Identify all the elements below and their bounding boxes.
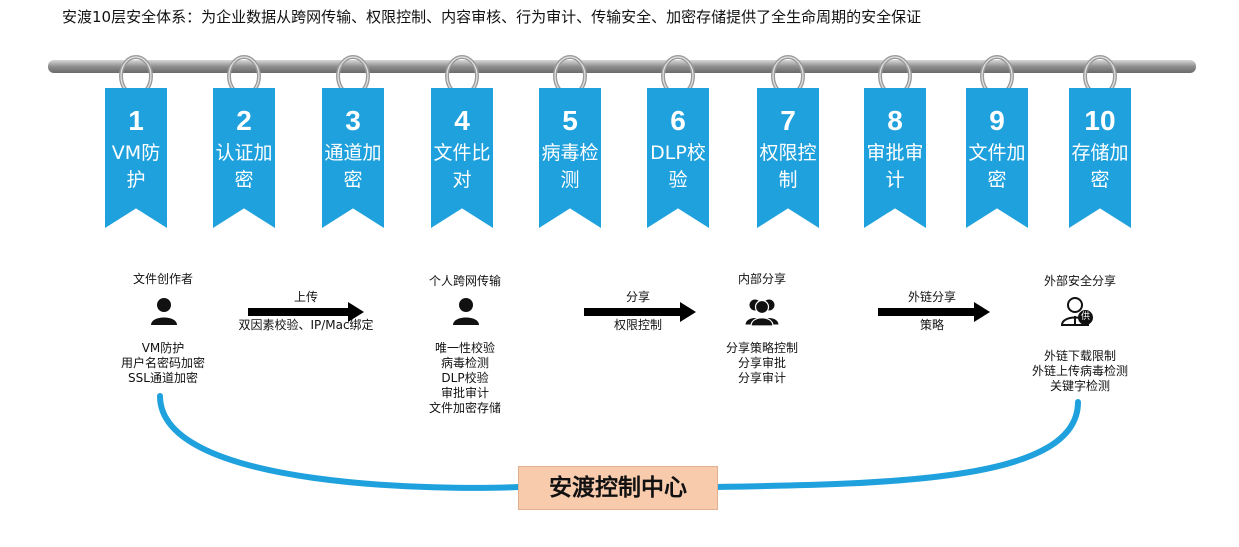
ribbon-number: 5 bbox=[562, 105, 578, 136]
ribbon-number: 8 bbox=[887, 105, 903, 136]
stage-creator-list: VM防护 用户名密码加密 SSL通道加密 bbox=[90, 341, 236, 386]
ribbon-label: 通道加密 bbox=[324, 142, 382, 191]
stage-title: 文件创作者 bbox=[132, 272, 193, 286]
ribbon-10: 10 存储加密 bbox=[1069, 88, 1131, 228]
list-item: 文件加密存储 bbox=[428, 401, 501, 415]
stage-external-share: 外部安全分享 bbox=[1015, 274, 1145, 289]
arrow-shape bbox=[248, 302, 364, 322]
list-item: SSL通道加密 bbox=[128, 371, 198, 385]
ribbon-number: 3 bbox=[345, 105, 361, 136]
page-title: 安渡10层安全体系：为企业数据从跨网传输、权限控制、内容审核、行为审计、传输安全… bbox=[62, 8, 922, 26]
list-item: 关键字检测 bbox=[1049, 379, 1110, 393]
ribbon-4: 4 文件比对 bbox=[431, 88, 493, 228]
arrow-bottom-label: 策略 bbox=[919, 318, 944, 332]
arrow-bottom-label: 双因素校验、IP/Mac绑定 bbox=[238, 318, 374, 332]
ribbon-number: 1 bbox=[128, 105, 144, 136]
ribbon-label: DLP校验 bbox=[650, 142, 706, 191]
list-item: 分享策略控制 bbox=[725, 341, 798, 355]
ribbon-label: 病毒检测 bbox=[541, 142, 599, 191]
ribbon-number: 9 bbox=[989, 105, 1005, 136]
ribbon-number: 2 bbox=[236, 105, 252, 136]
ribbon-5: 5 病毒检测 bbox=[539, 88, 601, 228]
arrow-external-link-share: 外链分享 策略 bbox=[872, 284, 1002, 332]
group-icon bbox=[745, 298, 779, 326]
ribbon-label: 权限控制 bbox=[759, 142, 817, 191]
list-item: 外链上传病毒检测 bbox=[1031, 364, 1128, 378]
ribbon-label: VM防护 bbox=[111, 142, 161, 191]
stage-title: 个人跨网传输 bbox=[428, 274, 501, 288]
stage-internal-share: 内部分享 bbox=[700, 272, 824, 287]
ribbon-label: 认证加密 bbox=[215, 142, 273, 191]
ribbon-2: 2 认证加密 bbox=[213, 88, 275, 228]
control-center-box: 安渡控制中心 bbox=[518, 466, 718, 510]
arrow-top-label: 分享 bbox=[625, 290, 650, 304]
ribbon-label: 文件加密 bbox=[968, 142, 1026, 191]
arrow-shape bbox=[584, 302, 696, 322]
arrow-bottom-label: 权限控制 bbox=[613, 318, 662, 332]
arrow-share: 分享 权限控制 bbox=[578, 284, 708, 332]
stage-title: 外部安全分享 bbox=[1043, 274, 1116, 288]
ribbon-label: 审批审计 bbox=[866, 142, 924, 191]
arrow-upload: 上传 双因素校验、IP/Mac绑定 bbox=[226, 284, 386, 332]
list-item: 分享审批 bbox=[737, 356, 786, 370]
ribbon-number: 4 bbox=[454, 105, 470, 136]
ribbon-9: 9 文件加密 bbox=[966, 88, 1028, 228]
list-item: 分享审计 bbox=[737, 371, 786, 385]
supplier-badge: 供 bbox=[1078, 310, 1093, 325]
ribbon-number: 7 bbox=[780, 105, 796, 136]
list-item: 用户名密码加密 bbox=[120, 356, 205, 370]
rail-with-rings bbox=[48, 55, 1196, 97]
stage-title: 内部分享 bbox=[737, 272, 786, 286]
ribbon-7: 7 权限控制 bbox=[757, 88, 819, 228]
ribbon-number: 6 bbox=[670, 105, 686, 136]
stage-personal-transfer: 个人跨网传输 bbox=[400, 274, 530, 289]
arrow-top-label: 外链分享 bbox=[907, 290, 956, 304]
ribbon-3: 3 通道加密 bbox=[322, 88, 384, 228]
list-item: 外链下载限制 bbox=[1043, 349, 1116, 363]
arrow-shape bbox=[878, 302, 990, 322]
stage-internal-share-list: 分享策略控制 分享审批 分享审计 bbox=[700, 341, 824, 386]
person-icon bbox=[151, 298, 177, 325]
ribbon-label: 文件比对 bbox=[433, 142, 491, 191]
list-item: VM防护 bbox=[141, 341, 185, 355]
list-item: DLP校验 bbox=[441, 371, 489, 385]
stage-external-share-list: 外链下载限制 外链上传病毒检测 关键字检测 bbox=[1015, 349, 1145, 394]
list-item: 病毒检测 bbox=[440, 356, 489, 370]
connecting-arc bbox=[157, 393, 1081, 491]
ribbon-label: 存储加密 bbox=[1071, 142, 1129, 191]
list-item: 唯一性校验 bbox=[434, 341, 495, 355]
person-icon bbox=[453, 298, 479, 325]
list-item: 审批审计 bbox=[440, 386, 489, 400]
ribbon-8: 8 审批审计 bbox=[864, 88, 926, 228]
supplier-person-icon: 供 bbox=[1060, 296, 1100, 326]
stage-personal-transfer-list: 唯一性校验 病毒检测 DLP校验 审批审计 文件加密存储 bbox=[400, 341, 530, 416]
stage-creator: 文件创作者 bbox=[100, 272, 226, 287]
ribbon-number: 10 bbox=[1084, 105, 1116, 136]
rail-bar bbox=[48, 60, 1196, 73]
arrow-top-label: 上传 bbox=[293, 290, 318, 304]
